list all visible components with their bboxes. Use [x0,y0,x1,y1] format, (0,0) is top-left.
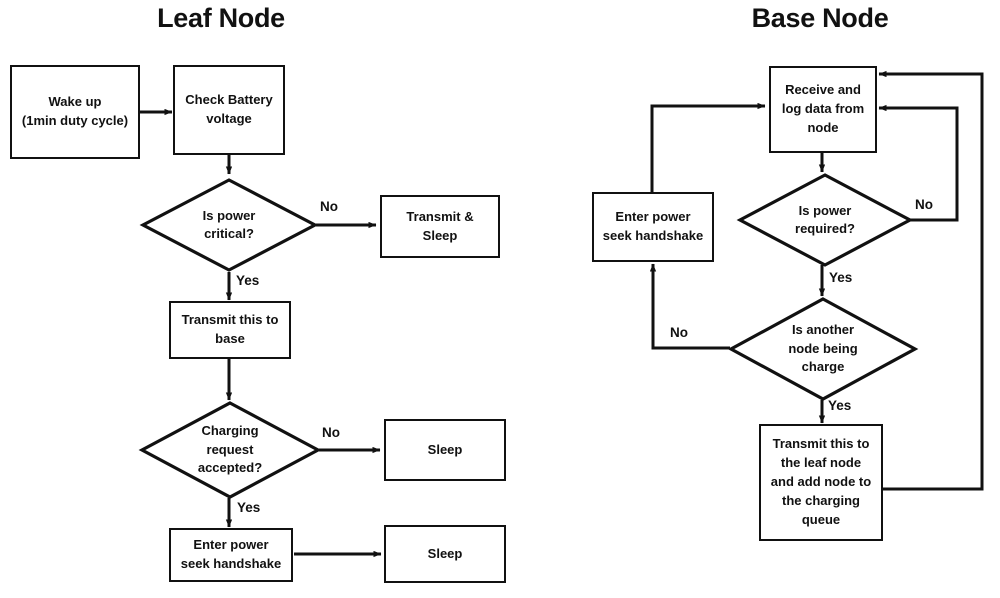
panel-title-leaf: Leaf Node [157,3,285,33]
edge-label-chargereq-yes: Yes [237,500,261,515]
node-label: Is another node being charge [788,322,858,375]
node-is-power-critical[interactable]: Is power critical? [139,178,319,272]
edge-transmitleaf-to-receive [878,70,984,491]
node-enter-power-seek-handshake-leaf[interactable]: Enter power seek handshake [169,528,293,582]
edge-label-another-no: No [670,325,688,340]
panel-title-base: Base Node [751,3,889,33]
node-label: Is power required? [795,202,855,236]
node-charging-request-accepted[interactable]: Charging request accepted? [138,401,322,499]
node-check-battery-voltage[interactable]: Check Battery voltage [173,65,285,155]
diamond-shape [727,297,919,401]
edge-label-another-yes: Yes [828,398,852,413]
node-sleep-2[interactable]: Sleep [384,525,506,583]
node-transmit-and-sleep[interactable]: Transmit & Sleep [380,195,500,258]
node-is-another-node-being-charge[interactable]: Is another node being charge [727,297,919,401]
edge-label-powercrit-yes: Yes [236,273,260,288]
diamond-shape [736,173,914,267]
diamond-shape [138,401,322,499]
node-transmit-this-to-base[interactable]: Transmit this to base [169,301,291,359]
node-is-power-required[interactable]: Is power required? [736,173,914,267]
edge-label-powerreq-no: No [915,197,933,212]
node-sleep-1[interactable]: Sleep [384,419,506,481]
node-label: Charging request accepted? [197,423,263,476]
node-wake-up[interactable]: Wake up (1min duty cycle) [10,65,140,159]
node-label: Is power critical? [202,207,256,241]
edge-label-powercrit-no: No [320,199,338,214]
node-receive-and-log-data[interactable]: Receive and log data from node [769,66,877,153]
node-enter-power-seek-handshake-base[interactable]: Enter power seek handshake [592,192,714,262]
edge-another-no-to-handshake [649,263,730,350]
edge-label-chargereq-no: No [322,425,340,440]
diamond-shape [139,178,319,272]
edge-label-powerreq-yes: Yes [829,270,853,285]
node-transmit-this-to-the-leaf-node[interactable]: Transmit this to the leaf node and add n… [759,424,883,541]
